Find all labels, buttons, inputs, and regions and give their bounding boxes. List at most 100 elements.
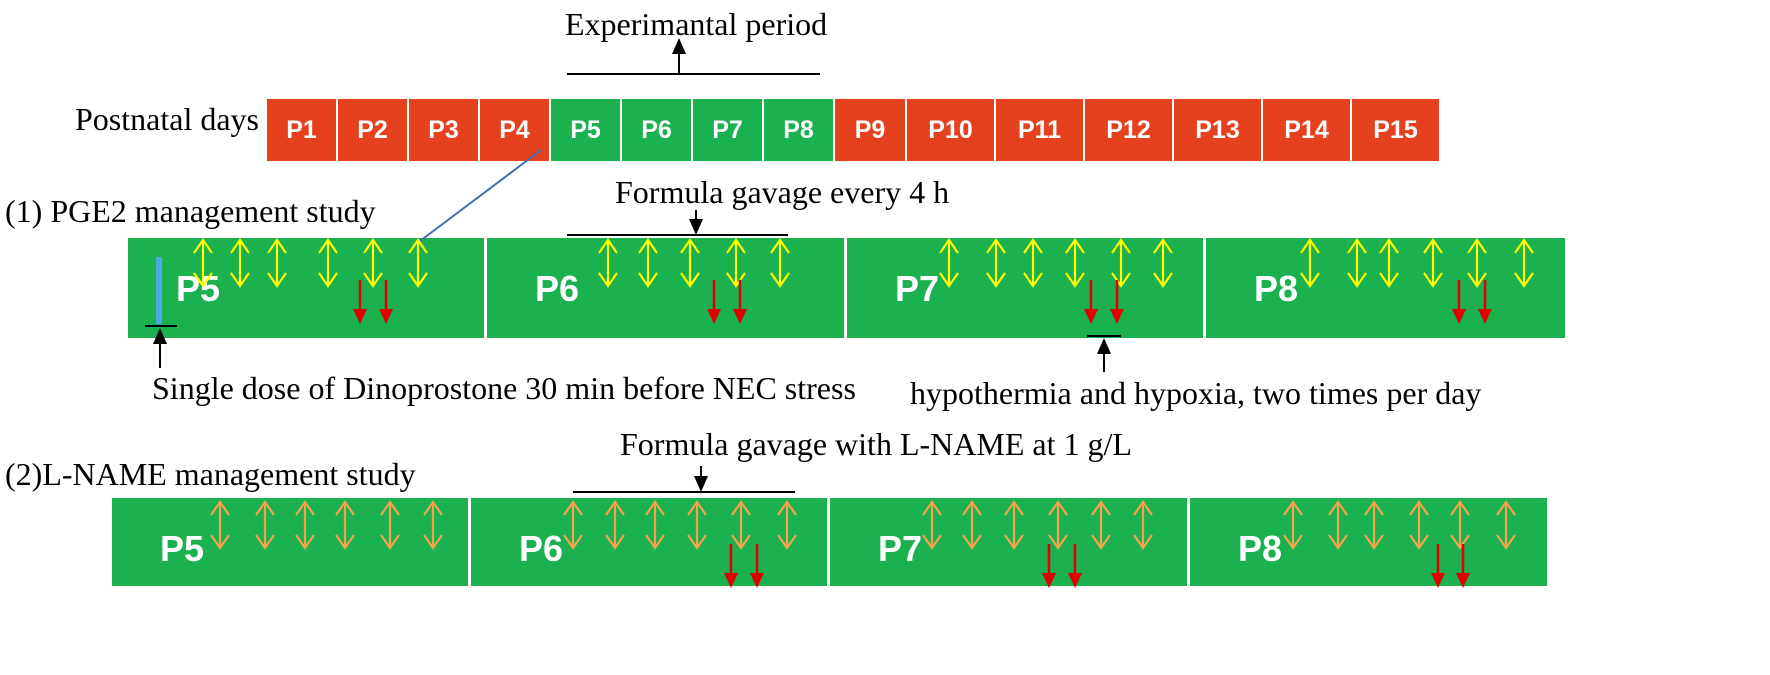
study1-stress-label: hypothermia and hypoxia, two times per d…: [910, 375, 1482, 411]
gavage-arrow: [408, 238, 428, 288]
stress-arrow: [353, 280, 367, 324]
study2-panel-label: P8: [1238, 528, 1283, 569]
gavage-arrow: [267, 238, 287, 288]
gavage-arrow: [770, 238, 790, 288]
gavage-arrow: [1423, 238, 1443, 288]
gavage-arrow: [922, 500, 942, 550]
gavage-arrow: [1065, 238, 1085, 288]
gavage-arrow: [230, 238, 250, 288]
day-p13: P13: [1174, 99, 1263, 161]
stress-arrow: [379, 280, 393, 324]
gavage-arrow: [363, 238, 383, 288]
gavage-arrow: [962, 500, 982, 550]
study1-title: (1) PGE2 management study: [5, 193, 376, 229]
stress-arrow: [1068, 544, 1082, 588]
study2-panel-label: P6: [519, 528, 564, 569]
gavage-arrow: [1328, 500, 1348, 550]
gavage-arrow: [598, 238, 618, 288]
gavage-arrow: [638, 238, 658, 288]
gavage-arrow: [986, 238, 1006, 288]
study1-band: P5 P6 P7 P8: [128, 238, 1565, 338]
stress-arrow: [1110, 280, 1124, 324]
gavage-arrow: [1004, 500, 1024, 550]
gavage-arrow: [1133, 500, 1153, 550]
study1-panel-p7: P7: [847, 238, 1206, 338]
day-p8: P8: [764, 99, 835, 161]
gavage-arrow: [295, 500, 315, 550]
gavage-arrow: [777, 500, 797, 550]
gavage-arrow: [1111, 238, 1131, 288]
study1-panel-p5: P5: [128, 238, 487, 338]
gavage-arrow: [1300, 238, 1320, 288]
gavage-arrow: [1023, 238, 1043, 288]
study2-title: (2)L-NAME management study: [5, 456, 416, 492]
gavage-arrow: [1091, 500, 1111, 550]
day-p11: P11: [996, 99, 1085, 161]
gavage-arrow: [193, 238, 213, 288]
stress-arrow: [1084, 280, 1098, 324]
day-p9: P9: [835, 99, 907, 161]
gavage-arrow: [731, 500, 751, 550]
study2-panel-label: P7: [878, 528, 923, 569]
day-p4: P4: [480, 99, 551, 161]
stress-arrow: [750, 544, 764, 588]
study1-gavage-label: Formula gavage every 4 h: [615, 174, 950, 210]
gavage-arrow: [1364, 500, 1384, 550]
gavage-arrow: [680, 238, 700, 288]
gavage-arrow: [687, 500, 707, 550]
study1-dose-label: Single dose of Dinoprostone 30 min befor…: [152, 370, 856, 406]
study2-panel-p5: P5: [112, 498, 471, 586]
gavage-arrow: [1153, 238, 1173, 288]
study1-panel-label: P5: [176, 268, 221, 309]
stress-arrow: [733, 280, 747, 324]
day-p6: P6: [622, 99, 693, 161]
gavage-arrow: [423, 500, 443, 550]
study2-gavage-arrow-head: [694, 476, 708, 492]
study2-panel-label: P5: [160, 528, 205, 569]
day-p15: P15: [1352, 99, 1441, 161]
day-p12: P12: [1085, 99, 1174, 161]
dinoprostone-dose-bar: [156, 257, 162, 324]
gavage-arrow: [645, 500, 665, 550]
dose-arrow-head: [153, 328, 167, 344]
study1-panel-label: P8: [1254, 268, 1299, 309]
experimental-period-label: Experimantal period: [565, 6, 828, 42]
connector-line: [419, 149, 542, 242]
gavage-arrow: [1409, 500, 1429, 550]
experimental-period-arrow-head: [672, 38, 686, 54]
gavage-arrow: [1450, 500, 1470, 550]
postnatal-days-label: Postnatal days: [75, 101, 259, 137]
day-p3: P3: [409, 99, 480, 161]
gavage-arrow: [255, 500, 275, 550]
study2-panel-p8: P8: [1190, 498, 1547, 586]
stress-arrow: [1452, 280, 1466, 324]
study1-panel-p8: P8: [1206, 238, 1565, 338]
study1-gavage-arrow-head: [689, 219, 703, 235]
gavage-arrow: [1283, 500, 1303, 550]
study1-panel-label: P6: [535, 268, 580, 309]
gavage-arrow: [318, 238, 338, 288]
day-p1: P1: [267, 99, 338, 161]
gavage-arrow: [1048, 500, 1068, 550]
gavage-arrow: [726, 238, 746, 288]
stress-arrow: [1478, 280, 1492, 324]
gavage-arrow: [210, 500, 230, 550]
stress-arrow: [1042, 544, 1056, 588]
gavage-arrow: [380, 500, 400, 550]
day-p7: P7: [693, 99, 764, 161]
gavage-arrow: [1379, 238, 1399, 288]
study2-gavage-label: Formula gavage with L-NAME at 1 g/L: [620, 426, 1132, 462]
stress-arrow: [724, 544, 738, 588]
stress-arrow: [1456, 544, 1470, 588]
day-p2: P2: [338, 99, 409, 161]
gavage-arrow: [1496, 500, 1516, 550]
gavage-arrow: [939, 238, 959, 288]
gavage-arrow: [1467, 238, 1487, 288]
gavage-arrow: [335, 500, 355, 550]
gavage-arrow: [563, 500, 583, 550]
gavage-arrow: [1347, 238, 1367, 288]
gavage-arrow: [605, 500, 625, 550]
gavage-arrow: [1514, 238, 1534, 288]
